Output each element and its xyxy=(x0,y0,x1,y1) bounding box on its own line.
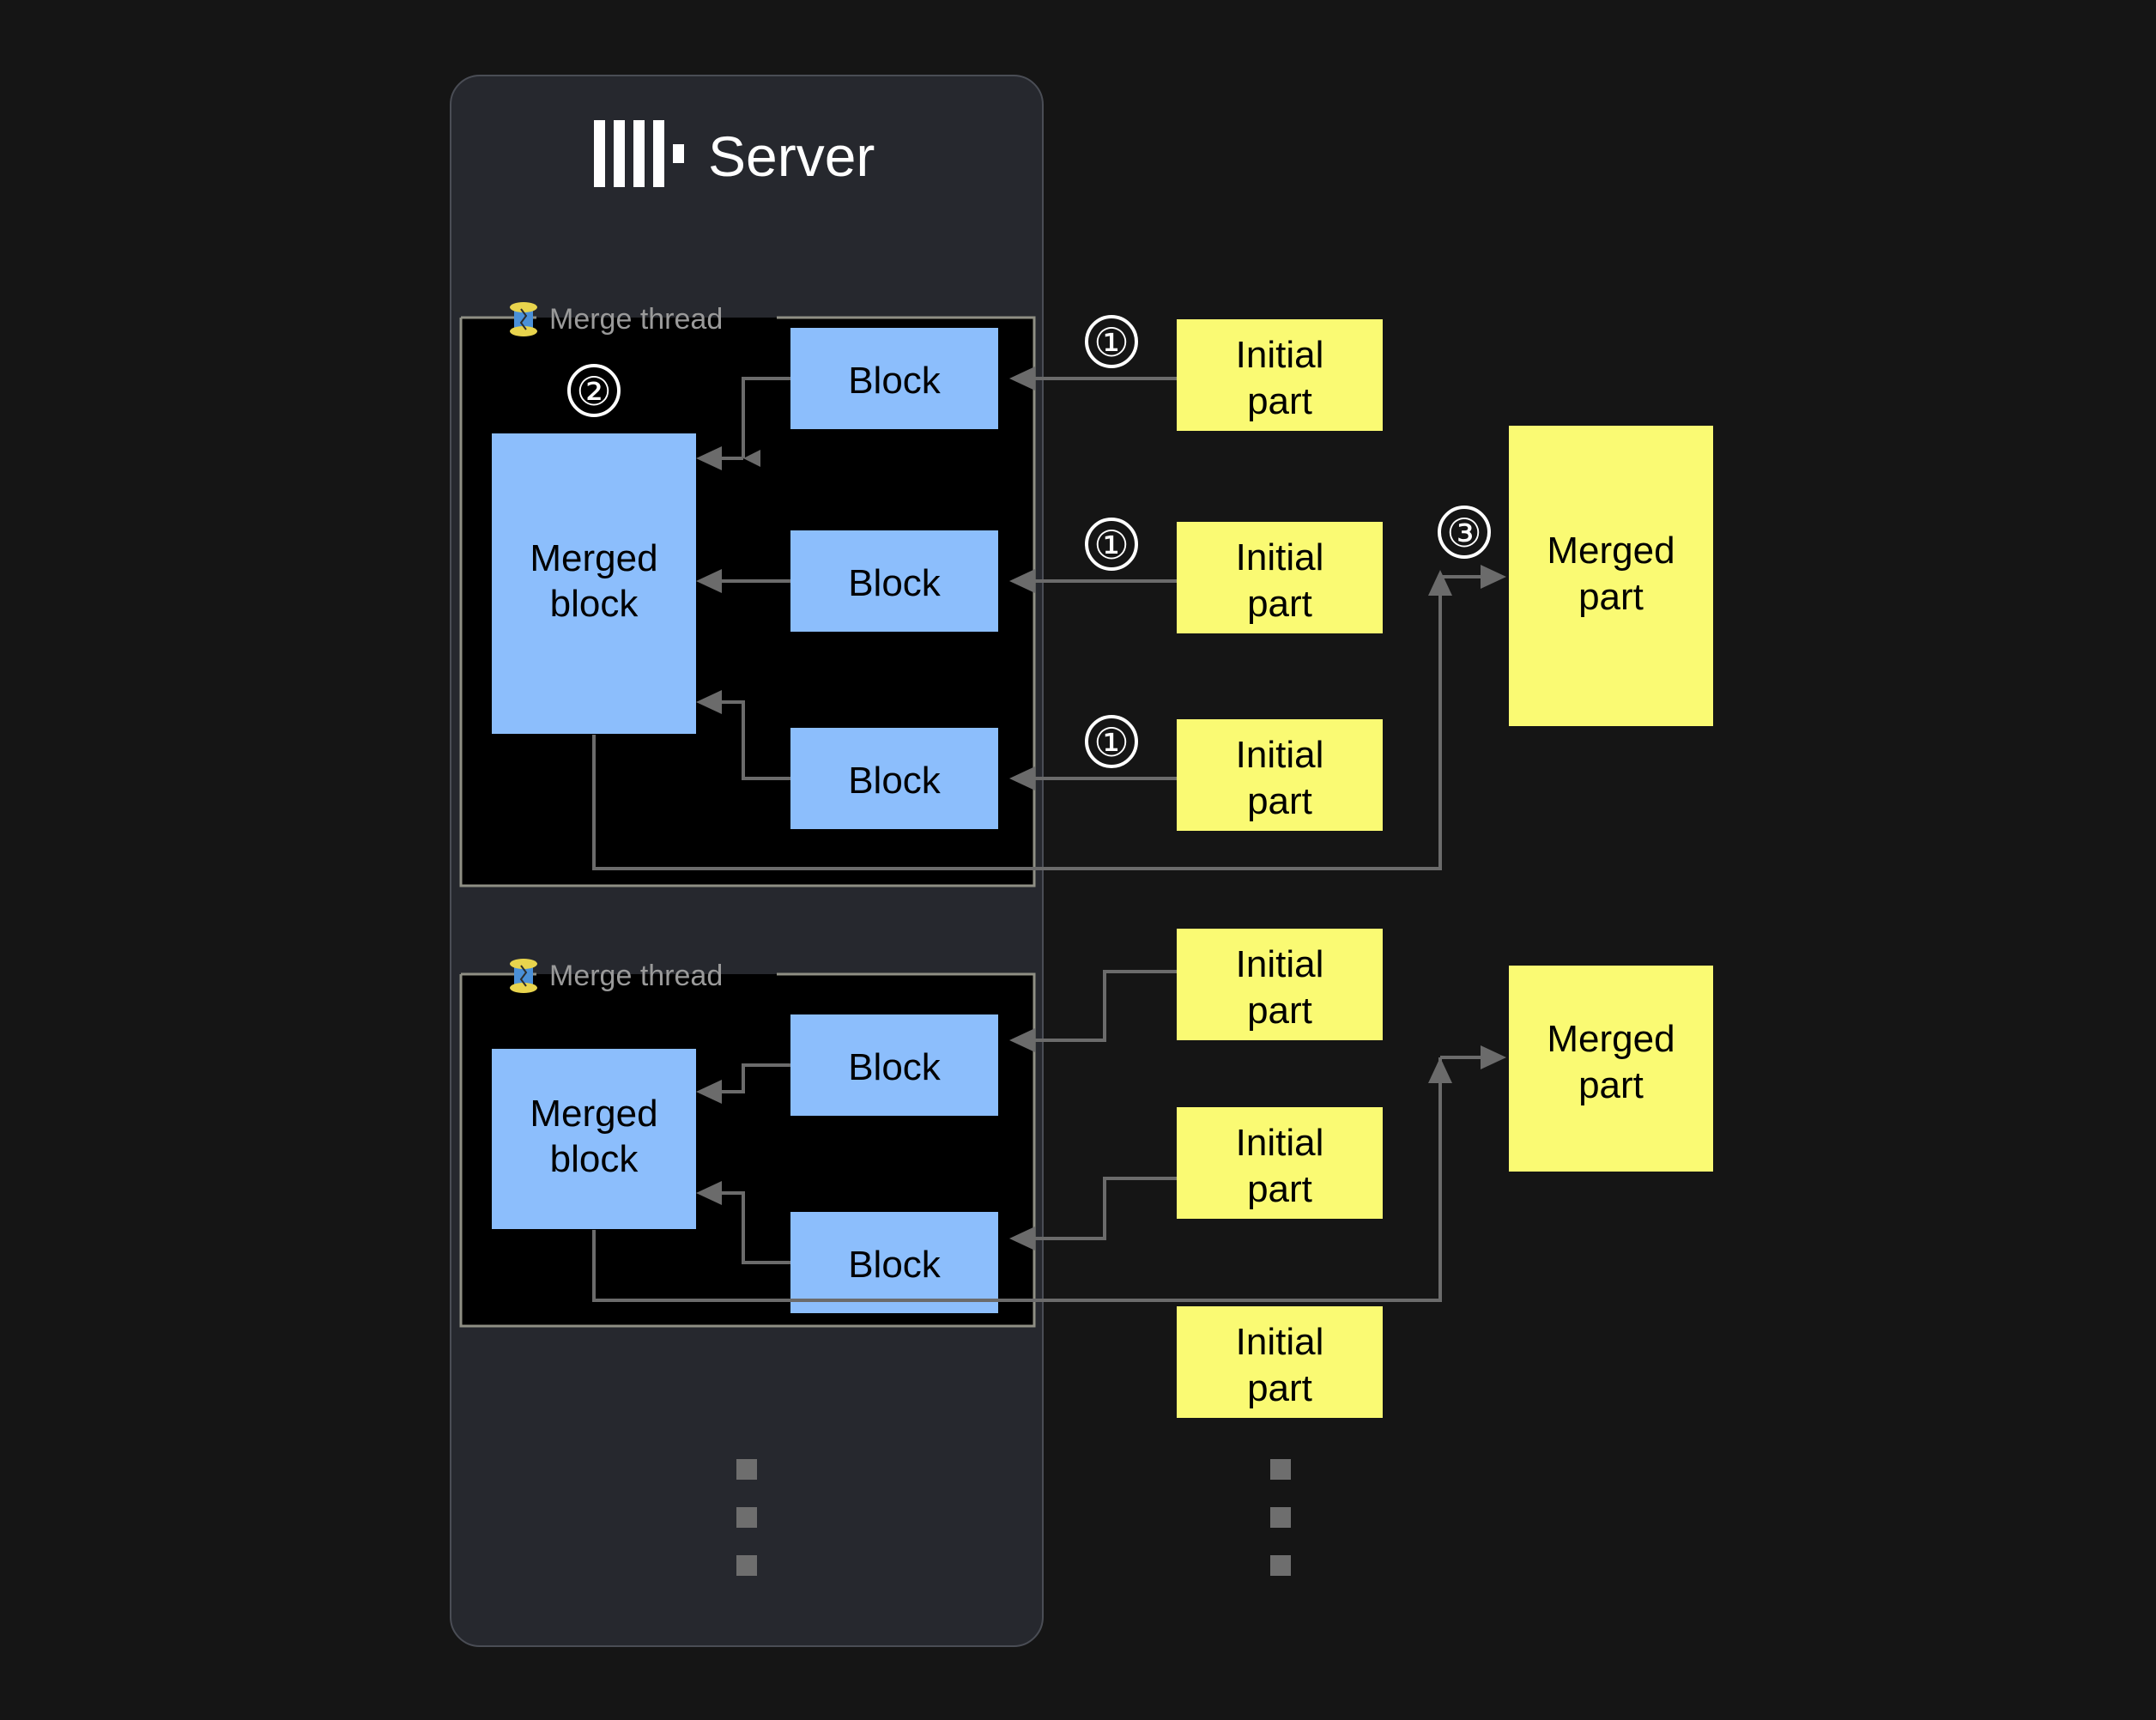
merged-block-1-label-line2: block xyxy=(550,583,639,625)
merge-thread-2-label: Merge thread xyxy=(549,960,723,992)
step-badge-1-b: ① xyxy=(1085,518,1138,571)
step-badge-1-c: ① xyxy=(1085,715,1138,768)
initial-part-1-1-rect xyxy=(1177,319,1383,431)
initial-part-1-2-label-line2: part xyxy=(1247,583,1312,625)
connector-block3-to-merged1 xyxy=(696,690,790,780)
step-badge-2: ② xyxy=(567,364,621,417)
merged-block-2: Merged block xyxy=(492,1049,696,1229)
connector-block1-to-merged1 xyxy=(696,377,790,470)
block-1-1: Block xyxy=(790,328,998,429)
block-1-2: Block xyxy=(790,530,998,632)
connector-initial1-1-to-block xyxy=(1009,366,1177,391)
thread-spool-icon xyxy=(510,302,537,336)
block-1-3: Block xyxy=(790,728,998,829)
merged-part-1-rect xyxy=(1509,426,1713,726)
merged-block-2-label-line1: Merged xyxy=(530,1093,657,1135)
initial-part-1-2-label-line1: Initial xyxy=(1236,536,1324,578)
merged-part-1: Merged part xyxy=(1509,426,1713,726)
initial-part-2-1-label-line2: part xyxy=(1247,990,1312,1032)
block-2-2-rect xyxy=(790,1212,998,1313)
connector-block2-2-to-merged2 xyxy=(696,1181,790,1264)
connector-block2-to-merged1 xyxy=(696,569,790,593)
merged-block-1-rect xyxy=(492,433,696,734)
block-1-1-rect xyxy=(790,328,998,429)
merged-part-1-label-line1: Merged xyxy=(1547,530,1675,572)
initial-part-1-3-label-line1: Initial xyxy=(1236,734,1324,776)
connector-merged-block1-to-merged-part1 xyxy=(592,570,1452,870)
server-title: Server xyxy=(708,124,875,188)
initial-part-2-3-label-line1: Initial xyxy=(1236,1321,1324,1363)
merged-block-1: Merged block xyxy=(492,433,696,734)
connector-to-merged-part2-head xyxy=(1440,1045,1506,1069)
connector-initial2-1-to-block xyxy=(1009,970,1177,1052)
connector-initial1-2-to-block xyxy=(1009,569,1177,593)
initial-part-2-3-rect xyxy=(1177,1306,1383,1418)
merged-part-2-label-line2: part xyxy=(1578,1064,1644,1106)
connector-initial2-2-to-block xyxy=(1009,1177,1177,1251)
initial-part-1-2: Initial part xyxy=(1177,522,1383,633)
initial-part-2-2-label-line2: part xyxy=(1247,1168,1312,1210)
block-2-2: Block xyxy=(790,1212,998,1313)
step-badge-1-c-label: ① xyxy=(1093,720,1129,765)
step-badge-3: ③ xyxy=(1438,506,1491,559)
initial-part-2-1-label-line1: Initial xyxy=(1236,943,1324,985)
block-1-3-rect xyxy=(790,728,998,829)
initial-part-2-2-label-line1: Initial xyxy=(1236,1122,1324,1164)
initial-part-1-2-rect xyxy=(1177,522,1383,633)
initial-part-2-3: Initial part xyxy=(1177,1306,1383,1418)
server-ellipsis xyxy=(736,1459,757,1576)
initial-part-2-1: Initial part xyxy=(1177,929,1383,1040)
step-badge-1-b-label: ① xyxy=(1093,523,1129,567)
initial-part-2-2-rect xyxy=(1177,1107,1383,1219)
merged-part-2: Merged part xyxy=(1509,966,1713,1172)
initial-part-1-3: Initial part xyxy=(1177,719,1383,831)
merged-part-2-label-line1: Merged xyxy=(1547,1018,1675,1060)
block-1-1-label: Block xyxy=(848,360,942,402)
initial-part-1-1-label-line1: Initial xyxy=(1236,334,1324,376)
step-badge-1-a-label: ① xyxy=(1093,320,1129,365)
initial-part-2-2: Initial part xyxy=(1177,1107,1383,1219)
connector-merged-block2-to-merged-part2 xyxy=(592,1057,1452,1302)
merged-block-2-label-line2: block xyxy=(550,1138,639,1180)
merged-part-2-rect xyxy=(1509,966,1713,1172)
parts-ellipsis xyxy=(1270,1459,1291,1576)
thread-spool-icon-2 xyxy=(510,959,537,993)
initial-part-2-3-label-line2: part xyxy=(1247,1367,1312,1409)
connector-initial1-3-to-block xyxy=(1009,766,1177,790)
initial-part-1-3-label-line2: part xyxy=(1247,780,1312,822)
clickhouse-logo xyxy=(594,120,684,187)
merged-block-1-label-line1: Merged xyxy=(530,537,657,579)
connector-to-merged-part1-head xyxy=(1440,565,1506,589)
initial-part-1-1-label-line2: part xyxy=(1247,380,1312,422)
merged-block-2-rect xyxy=(492,1049,696,1229)
block-2-2-label: Block xyxy=(848,1244,942,1286)
step-badge-1-a: ① xyxy=(1085,315,1138,368)
block-1-2-label: Block xyxy=(848,562,942,604)
block-2-1: Block xyxy=(790,1014,998,1116)
connector-block2-1-to-merged2 xyxy=(696,1063,790,1104)
merged-part-1-label-line2: part xyxy=(1578,576,1644,618)
step-badge-2-label: ② xyxy=(576,369,611,414)
initial-part-1-1: Initial part xyxy=(1177,319,1383,431)
block-1-2-rect xyxy=(790,530,998,632)
initial-part-2-1-rect xyxy=(1177,929,1383,1040)
block-1-3-label: Block xyxy=(848,760,942,802)
block-2-1-rect xyxy=(790,1014,998,1116)
merge-thread-1-label: Merge thread xyxy=(549,303,723,336)
initial-part-1-3-rect xyxy=(1177,719,1383,831)
step-badge-3-label: ③ xyxy=(1446,511,1481,555)
block-2-1-label: Block xyxy=(848,1046,942,1088)
